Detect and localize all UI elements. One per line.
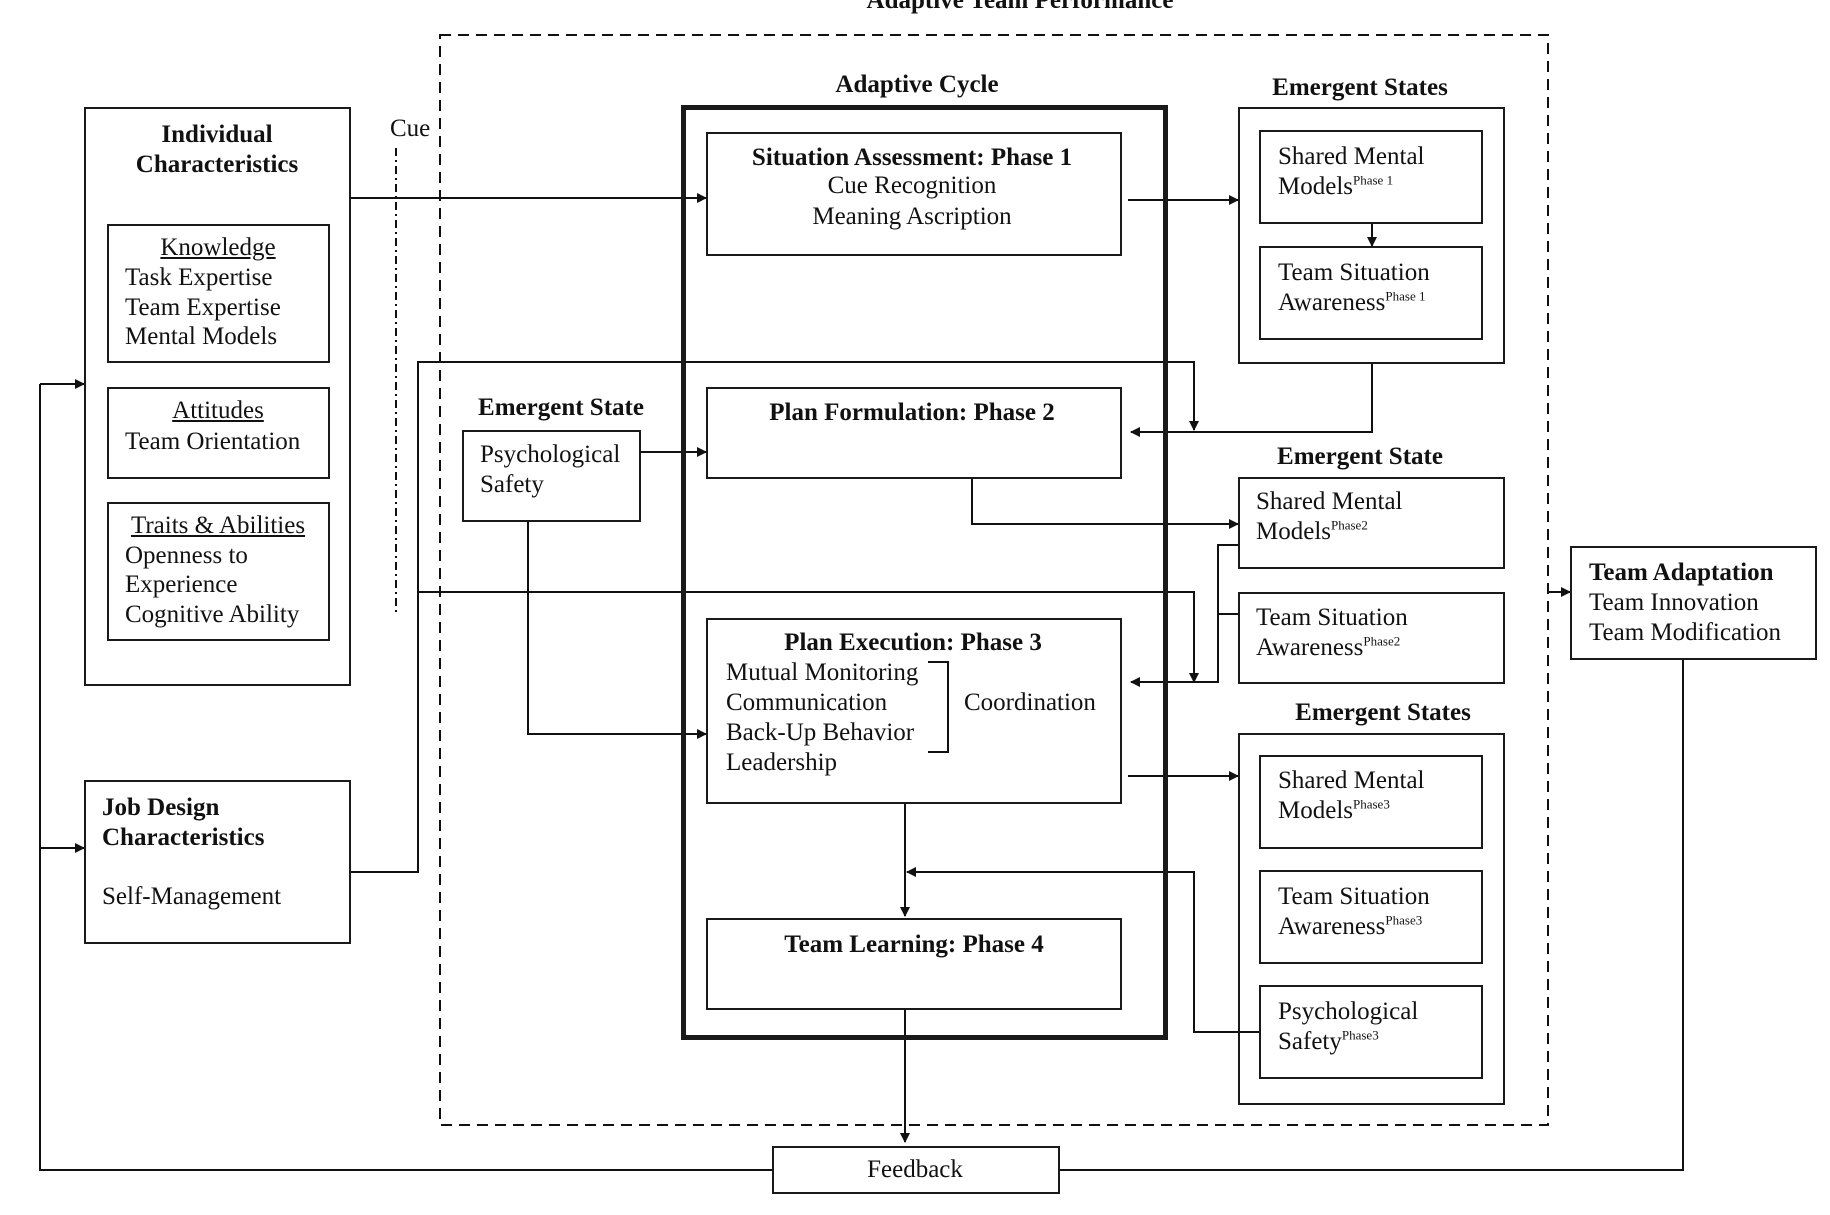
es2-smm-sup: Phase2 [1331, 517, 1368, 533]
phase1-line: Meaning Ascription [812, 203, 1012, 230]
traits-box [107, 502, 330, 641]
job-design-title-l1: Job Design [102, 794, 220, 821]
cue-label: Cue [390, 115, 431, 142]
psych-safety-l2: Safety [480, 471, 544, 498]
es2-tsa-sup: Phase2 [1363, 633, 1401, 649]
coordination-label: Coordination [964, 689, 1096, 716]
feedback-label: Feedback [867, 1156, 963, 1183]
es1-heading: Emergent States [1272, 74, 1448, 101]
es3-tsa-box [1259, 870, 1483, 964]
phase3-box [706, 618, 1122, 804]
job-design-item: Self-Management [102, 883, 282, 910]
phase2-box [706, 387, 1122, 479]
phase3-line: Back-Up Behavior [726, 719, 915, 746]
es3-smm-box [1259, 755, 1483, 849]
es2-smm-l1: Shared Mental [1256, 488, 1403, 515]
traits-item: Experience [125, 571, 238, 598]
knowledge-heading: Knowledge [160, 234, 276, 261]
diagram-title: Adaptive Team Performance [866, 0, 1174, 14]
knowledge-item: Task Expertise [125, 264, 273, 291]
es1-tsa-box [1259, 246, 1483, 340]
phase3-line: Mutual Monitoring [726, 659, 919, 686]
coordination-bracket [928, 661, 949, 753]
phase3-line: Communication [726, 689, 888, 716]
es3-ps-sup: Phase3 [1341, 1027, 1379, 1043]
traits-item: Openness to [125, 542, 248, 569]
individual-title-l1: Individual [161, 121, 273, 148]
job-design-title-l2: Characteristics [102, 824, 265, 851]
adaptive-cycle-box [681, 105, 1168, 1040]
phase3-title: Plan Execution: Phase 3 [784, 629, 1042, 656]
knowledge-item: Mental Models [125, 323, 278, 350]
team-adaptation-item: Team Modification [1589, 619, 1781, 646]
es3-ps-l2: SafetyPhase3 [1278, 1027, 1379, 1055]
psych-safety-box [462, 430, 641, 522]
line-adaptation-to-feedback [1060, 660, 1684, 1171]
knowledge-item: Team Expertise [125, 294, 281, 321]
adaptive-cycle-title: Adaptive Cycle [823, 70, 1011, 99]
es1-smm-l2: ModelsPhase 1 [1278, 172, 1394, 200]
attitudes-item: Team Orientation [125, 428, 301, 455]
phase2-title: Plan Formulation: Phase 2 [769, 399, 1055, 426]
es2-smm-box [1238, 477, 1505, 569]
phase4-box [706, 918, 1122, 1010]
arrow-psych-to-phase3 [527, 522, 707, 739]
es2-smm-l2: ModelsPhase2 [1256, 517, 1368, 545]
arrow-phase2-to-es2 [971, 478, 1239, 529]
es3-box [1238, 733, 1505, 1105]
line-jobdesign-bus2 [418, 591, 1199, 683]
es1-tsa-l2: AwarenessPhase 1 [1278, 288, 1426, 316]
attitudes-heading: Attitudes [172, 397, 264, 424]
es3-ps-box [1259, 985, 1483, 1079]
feedback-box [772, 1146, 1060, 1194]
es3-smm-l2: ModelsPhase3 [1278, 796, 1390, 824]
phase1-title: Situation Assessment: Phase 1 [751, 144, 1073, 171]
es1-smm-sup: Phase 1 [1353, 172, 1394, 188]
es3-tsa-l2: AwarenessPhase3 [1278, 912, 1423, 940]
phase3-line: Leadership [726, 749, 838, 776]
team-adaptation-title: Team Adaptation [1589, 559, 1774, 586]
psych-state-heading: Emergent State [478, 394, 644, 421]
es1-box [1238, 107, 1505, 364]
team-adaptation-item: Team Innovation [1589, 589, 1759, 616]
attitudes-box [107, 387, 330, 479]
es3-tsa-sup: Phase3 [1385, 912, 1423, 928]
arrow-es1-to-phase2 [1130, 364, 1373, 437]
traits-item: Cognitive Ability [125, 601, 300, 628]
psych-safety-l1: Psychological [480, 441, 621, 468]
es3-ps-l1: Psychological [1278, 998, 1419, 1025]
feedback-loop [39, 384, 772, 1171]
es3-tsa-l1: Team Situation [1278, 883, 1430, 910]
individual-title-l2: Characteristics [135, 151, 299, 178]
es1-smm-l1: Shared Mental [1278, 143, 1425, 170]
es3-smm-l1: Shared Mental [1278, 767, 1425, 794]
es2-tsa-l2: AwarenessPhase2 [1256, 633, 1401, 661]
phase1-line: Cue Recognition [827, 172, 997, 199]
es1-tsa-sup: Phase 1 [1385, 288, 1426, 304]
line-jobdesign-bus [351, 361, 1199, 873]
es2-tsa-l1: Team Situation [1256, 604, 1408, 631]
phase1-box [706, 132, 1122, 256]
traits-heading: Traits & Abilities [130, 512, 306, 539]
individual-characteristics-box [84, 107, 351, 686]
phase4-title: Team Learning: Phase 4 [784, 931, 1044, 958]
arrow-es3-to-phase4 [906, 867, 1259, 1033]
es2-heading: Emergent State [1277, 443, 1443, 470]
job-design-box [84, 780, 351, 944]
knowledge-box [107, 224, 330, 363]
es2-tsa-box [1238, 592, 1505, 684]
es3-heading: Emergent States [1295, 699, 1471, 726]
team-adaptation-box [1570, 546, 1817, 660]
es1-smm-box [1259, 130, 1483, 224]
es3-smm-sup: Phase3 [1353, 796, 1390, 812]
es1-tsa-l1: Team Situation [1278, 259, 1430, 286]
